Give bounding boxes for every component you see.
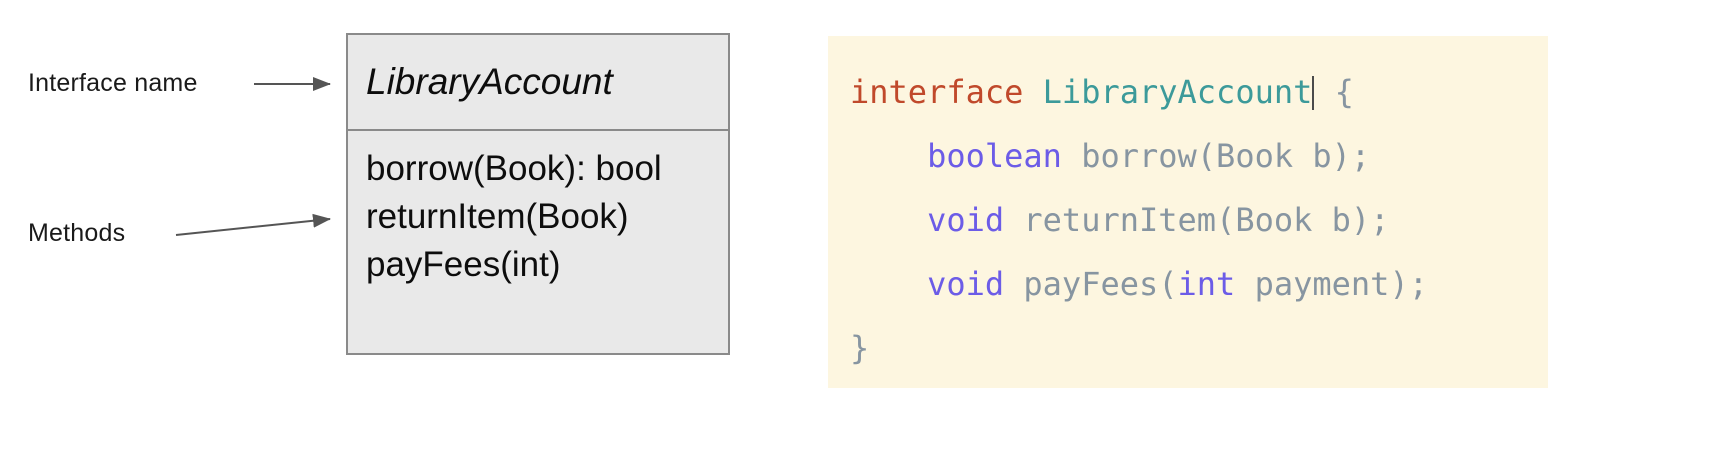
code-token-modifier: void xyxy=(927,201,1005,239)
code-indent xyxy=(850,201,927,239)
arrow-to-methods xyxy=(175,213,331,236)
uml-methods-compartment: borrow(Book): bool returnItem(Book) payF… xyxy=(348,131,728,289)
code-indent xyxy=(850,137,927,175)
code-line: void returnItem(Book b); xyxy=(850,188,1548,252)
uml-class-box: LibraryAccount borrow(Book): bool return… xyxy=(346,33,730,355)
code-token-plain xyxy=(1023,73,1042,111)
code-token-plain: } xyxy=(850,329,870,367)
code-token-type_name: LibraryAccount xyxy=(1042,73,1313,111)
code-token-plain: borrow(Book b); xyxy=(1061,137,1371,175)
code-indent xyxy=(850,265,927,303)
code-token-plain: returnItem(Book b); xyxy=(1004,201,1390,239)
code-token-plain: { xyxy=(1315,73,1354,111)
uml-method-row: borrow(Book): bool xyxy=(366,149,662,188)
uml-interface-figure: Interface name Methods LibraryAccount bo… xyxy=(0,0,800,462)
annotation-label-methods: Methods xyxy=(28,219,126,247)
uml-method-row: payFees(int) xyxy=(366,245,561,284)
code-line: void payFees(int payment); xyxy=(850,252,1548,316)
code-line: } xyxy=(850,316,1548,380)
uml-interface-name: LibraryAccount xyxy=(366,61,613,102)
code-token-modifier: void xyxy=(927,265,1005,303)
code-line: boolean borrow(Book b); xyxy=(850,124,1548,188)
java-code-block[interactable]: interface LibraryAccount { boolean borro… xyxy=(828,36,1548,388)
annotation-label-interface-name: Interface name xyxy=(28,69,198,97)
code-token-modifier: int xyxy=(1177,265,1236,303)
uml-method-row: returnItem(Book) xyxy=(366,197,629,236)
uml-name-compartment: LibraryAccount xyxy=(348,35,728,131)
code-token-keyword: interface xyxy=(850,73,1024,111)
code-line: interface LibraryAccount { xyxy=(850,60,1548,124)
code-token-modifier: boolean xyxy=(927,137,1062,175)
text-cursor-caret xyxy=(1312,76,1315,110)
code-token-plain: payment); xyxy=(1235,265,1428,303)
code-token-plain: payFees( xyxy=(1004,265,1178,303)
